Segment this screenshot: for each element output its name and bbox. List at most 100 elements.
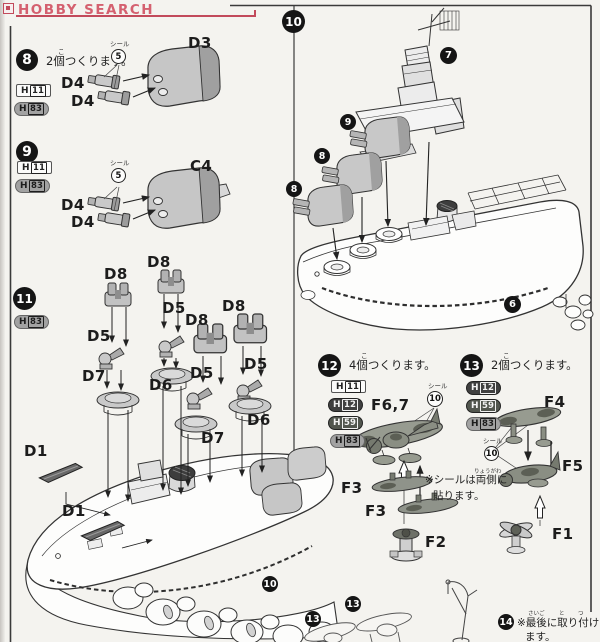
- step14-crane: [445, 579, 478, 642]
- part-label-f5: F5: [562, 457, 584, 475]
- seal-number-5: 5: [111, 168, 126, 183]
- step10-bridge: [355, 7, 465, 139]
- part-label-c4: C4: [190, 157, 213, 175]
- part-label-d4: D4: [61, 74, 85, 92]
- watermark-strike-line: [16, 14, 255, 17]
- step11-ship: [25, 446, 339, 642]
- furigana: つ: [578, 611, 584, 617]
- part-label-f1: F1: [552, 525, 574, 543]
- anchor: [314, 271, 320, 277]
- furigana: と: [559, 611, 565, 617]
- part-ref-6: 6: [504, 296, 521, 313]
- part-label-d1: D1: [24, 442, 48, 460]
- seal-number-10: 10: [427, 391, 443, 407]
- f3-float-b: [397, 492, 459, 514]
- part-label-d3: D3: [188, 34, 212, 52]
- seal-label: シール: [428, 382, 448, 390]
- part-label-d8: D8: [147, 253, 171, 271]
- f5-fuselage: [499, 450, 561, 488]
- part-label-d6: D6: [149, 376, 173, 394]
- seal-both-sides-note-line2: 貼ります。: [433, 490, 485, 502]
- attach-last-note-line2: ます。: [525, 631, 556, 642]
- watermark-text: HOBBY SEARCH: [18, 2, 155, 18]
- part-label-d4: D4: [71, 213, 95, 231]
- part-label-d8: D8: [185, 311, 209, 329]
- part-label-f67: F6,7: [371, 396, 410, 414]
- attach-last-note-line1: ※最後に取り付け: [517, 617, 600, 629]
- f3-float-a: [371, 470, 433, 492]
- part-ref-8: 8: [286, 181, 302, 197]
- part-label-d6: D6: [247, 411, 271, 429]
- part-label-d7: D7: [201, 429, 225, 447]
- stern-propellers: [552, 294, 594, 331]
- step-number-8: 8: [16, 49, 38, 71]
- make-quantity-note: 2個つくります。: [491, 358, 578, 372]
- part-ref-9: 9: [340, 114, 356, 130]
- part-label-d1: D1: [62, 502, 86, 520]
- part-label-d5: D5: [244, 355, 268, 373]
- part-ref-13: 13: [305, 611, 321, 627]
- step9-drawing: [87, 168, 231, 228]
- wave-propeller-blobs: [112, 582, 336, 642]
- part-label-d4: D4: [71, 92, 95, 110]
- seal-label: シール: [110, 159, 130, 167]
- frame-border: [9, 4, 592, 642]
- part-label-d5: D5: [87, 327, 111, 345]
- watermark-logo-icon: [3, 3, 14, 14]
- step-number-13: 13: [460, 354, 483, 377]
- part-ref-13: 13: [345, 596, 361, 612]
- step-number-11: 11: [13, 287, 36, 310]
- seal-number-5: 5: [111, 49, 126, 64]
- step10-arrows: [332, 141, 430, 261]
- radar-grid: [439, 10, 460, 31]
- furigana: こ: [361, 352, 368, 360]
- page-edge-shadow: [0, 0, 5, 642]
- aft-framework: [467, 174, 567, 210]
- step12-drawing: [353, 407, 459, 562]
- step-number-12: 12: [318, 354, 341, 377]
- seal-label: シール: [110, 40, 130, 48]
- f2-pedestal: [389, 528, 423, 562]
- step10-turrets: [290, 116, 417, 227]
- part-label-f3: F3: [365, 502, 387, 520]
- part-ref-7: 7: [440, 47, 457, 64]
- part-label-f2: F2: [425, 533, 447, 551]
- part-label-d5: D5: [190, 364, 214, 382]
- f1-pedestal: [499, 521, 533, 554]
- barbettes: [323, 227, 403, 276]
- seal-number-10: 10: [484, 446, 499, 461]
- seal-both-sides-note-line1: ※シールは両側に: [425, 474, 508, 486]
- part-label-d4: D4: [61, 196, 85, 214]
- watermark-line-tick: [254, 10, 256, 17]
- make-quantity-note: 4個つくります。: [349, 358, 436, 372]
- furigana: さいご: [528, 611, 545, 617]
- part-label-d7: D7: [82, 367, 106, 385]
- part-label-f3: F3: [341, 479, 363, 497]
- furigana: こ: [58, 48, 65, 56]
- step-number-14: 14: [498, 614, 514, 630]
- part-ref-8: 8: [314, 148, 330, 164]
- step11-arrows: [65, 294, 265, 549]
- funnel-top: [168, 465, 196, 481]
- step13-result-planes: [304, 612, 412, 642]
- part-label-d8: D8: [104, 265, 128, 283]
- part-label-d8: D8: [222, 297, 246, 315]
- f67-plane-drawing: [353, 407, 443, 465]
- hollow-arrow: [534, 494, 546, 519]
- part-label-d5: D5: [162, 299, 186, 317]
- f4-wing: [494, 407, 562, 447]
- part-label-f4: F4: [544, 393, 566, 411]
- part-ref-10: 10: [262, 576, 278, 592]
- anchor: [55, 553, 61, 559]
